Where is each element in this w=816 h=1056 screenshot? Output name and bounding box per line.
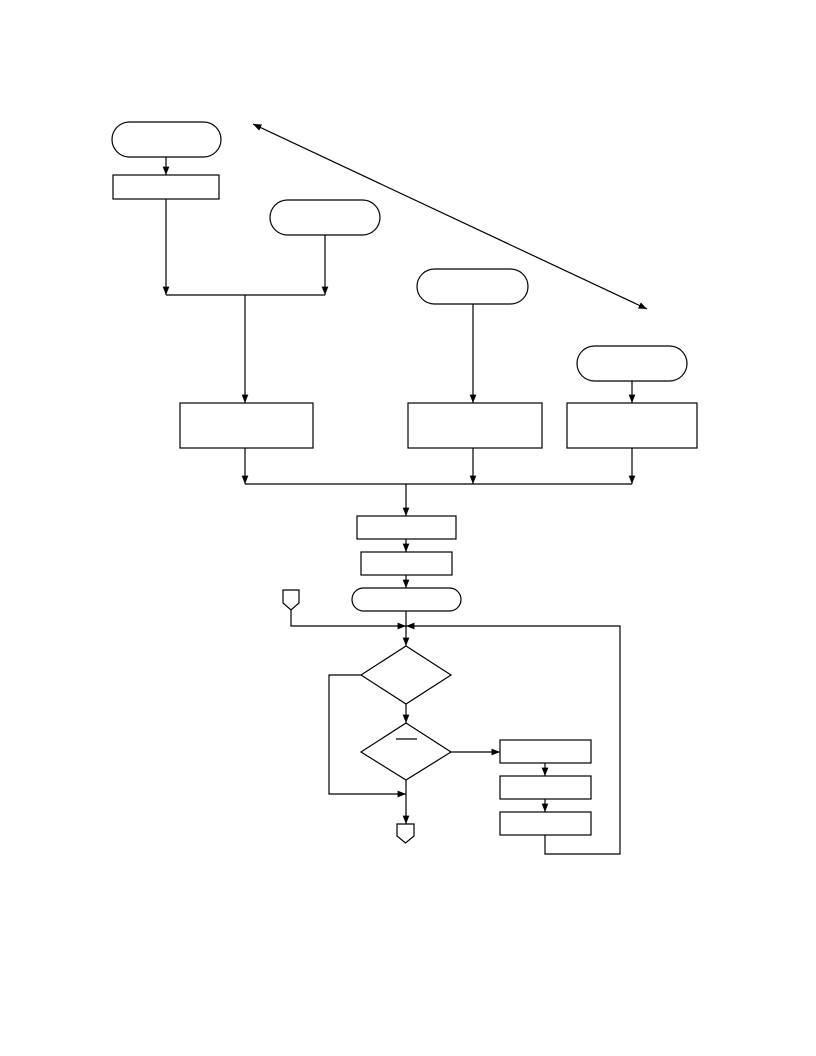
decision-diamond-2 (359, 722, 453, 781)
process-box-loop-2 (499, 775, 592, 800)
process-box-loop-1 (499, 739, 592, 764)
loop-terminator (351, 587, 462, 612)
off-page-connector-out (396, 823, 415, 844)
process-box-left (179, 402, 314, 449)
start-terminator-3 (416, 268, 529, 305)
start-terminator-2 (269, 199, 381, 236)
connectors (162, 123, 648, 855)
process-box-middle (407, 402, 543, 449)
process-box-init (112, 174, 220, 200)
process-box-merge-2 (360, 551, 453, 576)
process-box-loop-3 (499, 811, 592, 836)
start-terminator-4 (576, 345, 688, 382)
process-box-merge-1 (356, 515, 457, 540)
decision-diamond-1 (359, 645, 453, 705)
start-terminator-1 (111, 121, 222, 158)
process-box-right (566, 402, 698, 449)
off-page-connector-in (282, 589, 300, 611)
